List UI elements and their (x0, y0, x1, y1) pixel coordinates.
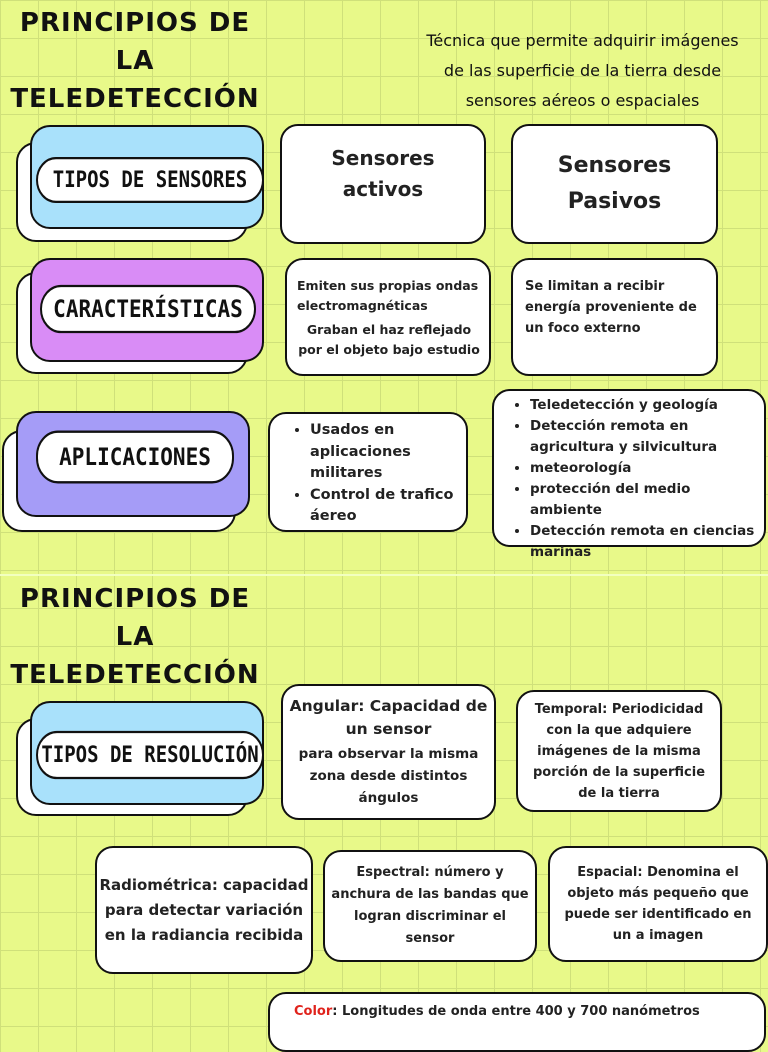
angular-box: Angular: Capacidad de un sensor para obs… (281, 684, 496, 820)
sensores-pasivos-box: Sensores Pasivos (511, 124, 718, 244)
temporal-box: Temporal: Periodicidad con la que adquie… (516, 690, 722, 812)
pasivos-caracteristicas-box: Se limitan a recibir energía proveniente… (511, 258, 718, 376)
angular-body: para observar la misma zona desde distin… (298, 746, 479, 806)
title-line-1: PRINCIPIOS DE (19, 8, 251, 38)
list-item: Control de trafico áereo (310, 485, 460, 528)
title-2-line-2: LA TELEDETECCIÓN (10, 622, 260, 690)
list-item: Detección remota en ciencias marinas (530, 521, 760, 563)
espacial-text: Espacial: Denomina el objeto más pequeño… (564, 865, 752, 943)
espectral-text: Espectral: número y anchura de las banda… (331, 865, 529, 946)
definition-text: Técnica que permite adquirir imágenes de… (405, 26, 760, 116)
page-title-2: PRINCIPIOS DE LA TELEDETECCIÓN (0, 580, 270, 694)
espectral-box: Espectral: número y anchura de las banda… (323, 850, 537, 962)
radiometrica-box: Radiométrica: capacidad para detectar va… (95, 846, 313, 974)
sensores-activos-box: Sensores activos (280, 124, 486, 244)
list-item: Usados en aplicaciones militares (310, 420, 460, 485)
pasivos-car-text: Se limitan a recibir energía proveniente… (525, 279, 697, 336)
list-item: Detección remota en agricultura y silvic… (530, 416, 760, 458)
definition-line-1: Técnica que permite adquirir imágenes (426, 31, 739, 50)
list-item: Teledetección y geología (530, 395, 760, 416)
tipos-de-sensores-label: TIPOS DE SENSORES (36, 157, 264, 203)
definition-line-2: de las superficie de la tierra desde (443, 61, 722, 80)
espacial-box: Espacial: Denomina el objeto más pequeño… (548, 846, 768, 962)
caracteristicas-label: CARACTERÍSTICAS (40, 284, 256, 334)
pasivos-line-2: Pasivos (567, 189, 662, 214)
color-box: Color: Longitudes de onda entre 400 y 70… (268, 992, 766, 1052)
list-item: meteorología (530, 458, 760, 479)
tipos-de-resolucion-label: TIPOS DE RESOLUCIÓN (36, 730, 264, 780)
activos-aplicaciones-box: Usados en aplicaciones militares Control… (268, 412, 468, 532)
pasivos-aplicaciones-box: Teledetección y geología Detección remot… (492, 389, 766, 560)
definition-line-3: sensores aéreos o espaciales (465, 91, 700, 110)
angular-head: Angular: Capacidad de un sensor (289, 697, 488, 738)
color-label: Color (294, 1004, 333, 1019)
list-item: protección del medio ambiente (530, 479, 760, 521)
radiometrica-text: Radiométrica: capacidad para detectar va… (99, 875, 309, 944)
activos-caracteristicas-box: Emiten sus propias ondas electromagnétic… (285, 258, 491, 376)
pasivos-line-1: Sensores (557, 153, 672, 178)
activos-car-text-1: Emiten sus propias ondas electromagnétic… (297, 278, 479, 313)
temporal-text: Temporal: Periodicidad con la que adquie… (532, 701, 706, 801)
activos-aplicaciones-list: Usados en aplicaciones militares Control… (288, 420, 460, 528)
activos-line-2: activos (342, 177, 424, 201)
pasivos-aplicaciones-list: Teledetección y geología Detección remot… (508, 395, 760, 563)
color-text: : Longitudes de onda entre 400 y 700 nan… (332, 1004, 700, 1019)
title-2-line-1: PRINCIPIOS DE (19, 584, 251, 614)
aplicaciones-label: APLICACIONES (36, 430, 234, 484)
activos-car-text-2: Graban el haz reflejado por el objeto ba… (298, 322, 480, 357)
page-title: PRINCIPIOS DE LA TELEDETECCIÓN (0, 4, 270, 118)
title-line-2: LA TELEDETECCIÓN (10, 46, 260, 114)
page-divider (0, 574, 768, 576)
activos-line-1: Sensores (331, 146, 435, 170)
